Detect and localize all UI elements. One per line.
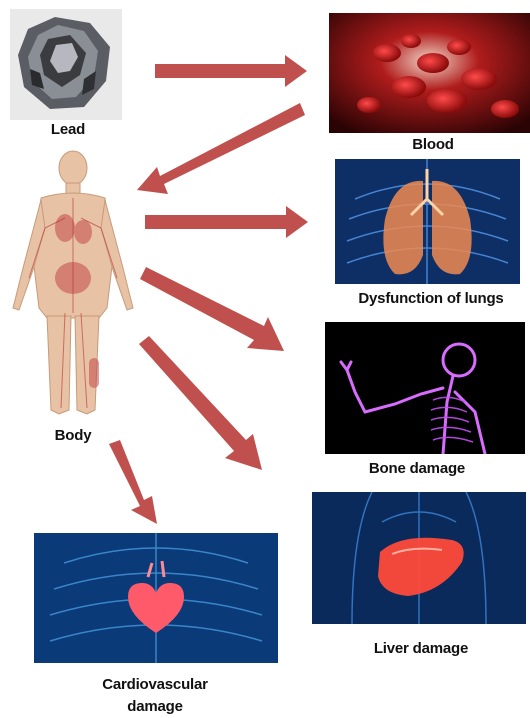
lead-image bbox=[10, 9, 122, 120]
arrow-body-to-lungs bbox=[145, 206, 308, 238]
lungs-label: Dysfunction of lungs bbox=[340, 290, 522, 307]
arrow-body-to-liver bbox=[139, 336, 262, 470]
arrow-body-to-cardio bbox=[109, 440, 157, 524]
lead-label: Lead bbox=[40, 121, 96, 138]
bone-label: Bone damage bbox=[352, 460, 482, 477]
arrow-body-to-bone bbox=[140, 267, 284, 351]
liver-image bbox=[312, 492, 526, 624]
arrow-lead-to-blood bbox=[155, 55, 307, 87]
lungs-image bbox=[335, 159, 520, 284]
body-image bbox=[5, 148, 140, 425]
cardio-image bbox=[34, 533, 278, 663]
arrow-blood-to-body bbox=[137, 103, 305, 194]
bone-image bbox=[325, 322, 525, 454]
body-label: Body bbox=[44, 427, 102, 444]
liver-label: Liver damage bbox=[356, 640, 486, 657]
blood-image bbox=[329, 13, 530, 133]
cardio-label: Cardiovascular damage bbox=[80, 674, 230, 718]
blood-label: Blood bbox=[398, 136, 468, 153]
